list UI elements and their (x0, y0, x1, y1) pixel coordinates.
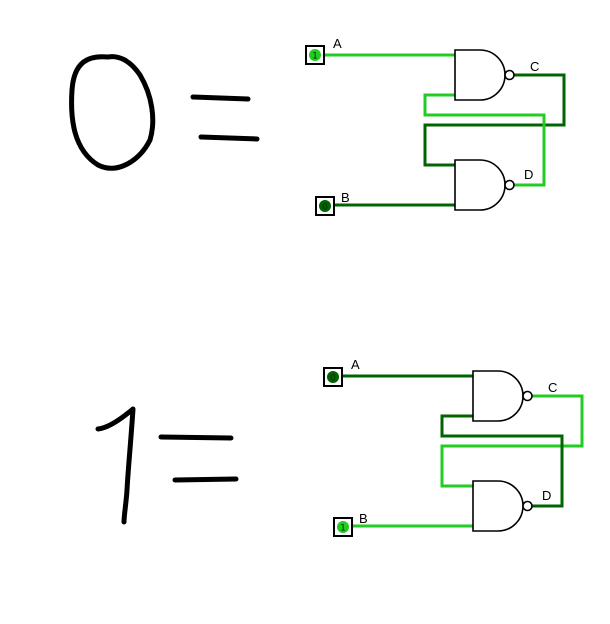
handwritten-equals-bottom-line (172, 476, 239, 483)
top-wires (322, 53, 566, 207)
input-pin-a[interactable]: 1 (305, 45, 325, 65)
nand-gate-c (472, 370, 533, 422)
label-b: B (341, 190, 350, 205)
nand-gate-d (454, 159, 515, 211)
gate-c-inversion-bubble (504, 69, 515, 81)
gate-d-inversion-bubble (504, 179, 515, 191)
nand-gate-d (472, 480, 533, 532)
input-b-led (337, 521, 349, 533)
handwritten-one (95, 406, 136, 525)
input-pin-b[interactable]: 1 (333, 517, 353, 537)
label-c: C (548, 380, 557, 395)
input-a-led (327, 371, 339, 383)
label-d: D (542, 488, 551, 503)
input-b-led (319, 200, 331, 212)
handwritten-zero (69, 54, 156, 171)
handwritten-zero-equals (69, 54, 260, 171)
wire-d-output-feedback (423, 93, 546, 187)
handwritten-equals-bottom-line (198, 134, 260, 142)
label-b: B (359, 511, 368, 526)
input-b-value: 0 (322, 203, 328, 213)
wire-d-output-feedback (440, 414, 564, 508)
label-d: D (524, 167, 533, 182)
handwritten-equals-top-line (190, 94, 251, 102)
label-c: C (530, 59, 539, 74)
input-a-value: 1 (312, 52, 318, 62)
handwritten-equals-top-line (158, 434, 234, 441)
input-b-value: 1 (340, 524, 346, 534)
top-section: 1 0 A B C D (69, 36, 566, 216)
input-a-value: 0 (330, 374, 336, 384)
input-pin-b[interactable]: 0 (315, 196, 335, 216)
gate-c-inversion-bubble (522, 390, 533, 402)
label-a: A (351, 357, 360, 372)
bottom-section: 0 1 A B C D (95, 357, 584, 537)
gate-d-inversion-bubble (522, 500, 533, 512)
bottom-wires (341, 374, 584, 528)
wire-c-output-feedback (440, 394, 584, 488)
handwritten-one-equals (95, 406, 239, 525)
label-a: A (333, 36, 342, 51)
input-pin-a[interactable]: 0 (323, 367, 343, 387)
input-a-led (309, 49, 321, 61)
wire-c-output-feedback (423, 73, 566, 167)
nand-gate-c (454, 49, 515, 101)
